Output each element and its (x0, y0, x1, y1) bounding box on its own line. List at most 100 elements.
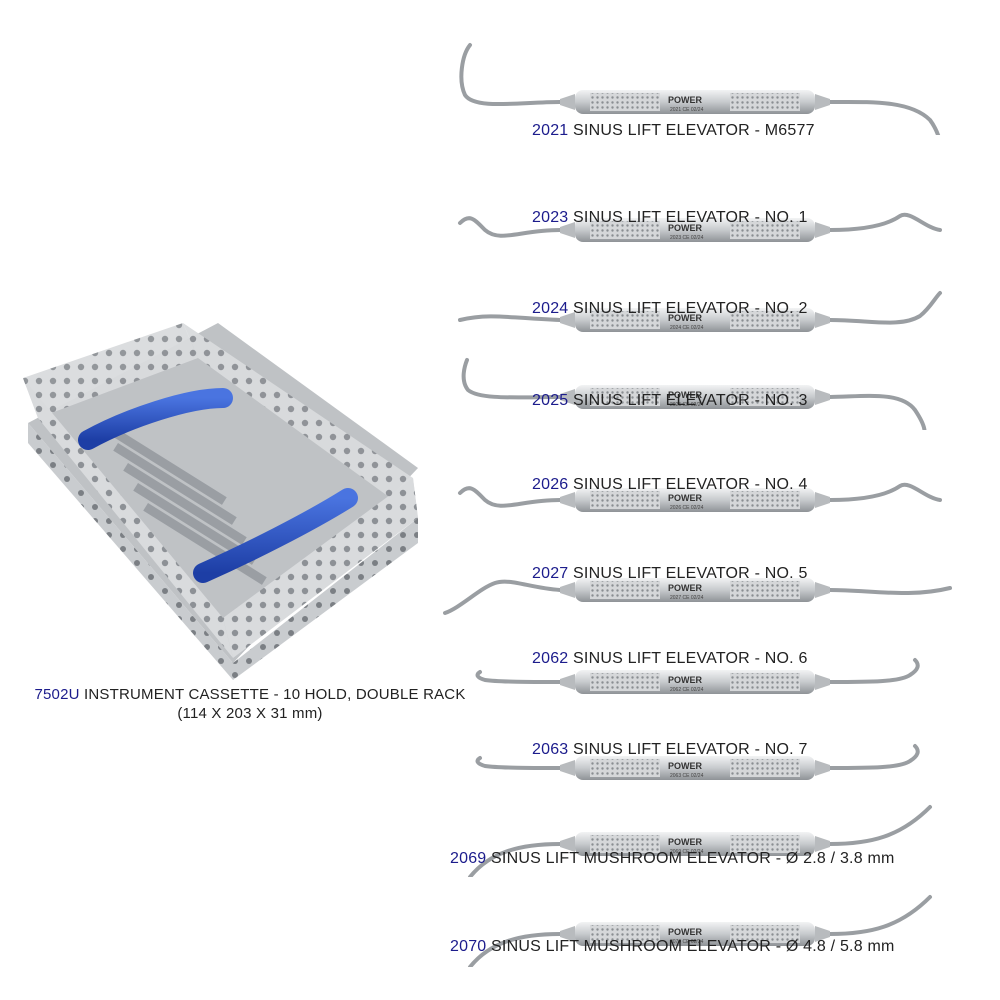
instrument-caption: 2069 SINUS LIFT MUSHROOM ELEVATOR - Ø 2.… (450, 850, 895, 868)
knurled-grip (730, 221, 800, 239)
instrument-image: POWER 2026 CE 02/24 (458, 482, 942, 512)
instrument-2027: POWER 2027 CE 02/24 (430, 528, 970, 623)
working-end-right (828, 482, 942, 502)
neck-left (560, 836, 575, 852)
brand-logo: POWER (668, 837, 703, 847)
instrument-2063: POWER 2063 CE 02/24 (430, 706, 970, 801)
working-end-right (828, 99, 941, 135)
instrument-name: SINUS LIFT ELEVATOR - NO. 2 (568, 300, 808, 317)
instrument-caption: 2026 SINUS LIFT ELEVATOR - NO. 4 (532, 476, 808, 494)
instrument-code: 2062 (532, 650, 569, 667)
instrument-image: POWER 2062 CE 02/24 (475, 658, 920, 694)
knurled-grip (590, 759, 660, 777)
cassette-name: INSTRUMENT CASSETTE - 10 HOLD, DOUBLE RA… (84, 686, 466, 703)
knurled-grip (730, 93, 800, 111)
knurled-grip (730, 759, 800, 777)
working-end-right (828, 658, 920, 684)
instrument-caption: 2021 SINUS LIFT ELEVATOR - M6577 (532, 122, 815, 140)
neck-left (560, 926, 575, 942)
instrument-2026: POWER 2026 CE 02/24 (430, 438, 970, 533)
handle-engraving: 2023 CE 02/24 (670, 235, 704, 241)
working-end-right (828, 212, 942, 232)
neck-right (815, 94, 830, 110)
working-end-left (458, 486, 562, 508)
instrument-caption: 2062 SINUS LIFT ELEVATOR - NO. 6 (532, 650, 808, 668)
neck-right (815, 222, 830, 238)
knurled-grip (730, 581, 800, 599)
neck-right (815, 492, 830, 508)
brand-logo: POWER (668, 223, 703, 233)
working-end-right (828, 393, 927, 430)
knurled-grip (590, 388, 660, 406)
working-end-right (828, 586, 952, 596)
instrument-code: 2025 (532, 392, 569, 409)
knurled-grip (730, 925, 800, 943)
working-end-left (459, 43, 562, 107)
knurled-grip (590, 835, 660, 853)
instrument-caption: 2070 SINUS LIFT MUSHROOM ELEVATOR - Ø 4.… (450, 938, 895, 956)
handle-engraving: 2026 CE 02/24 (670, 505, 704, 511)
instrument-2070: POWER 2070 CE 02/24 (430, 872, 970, 967)
instrument-code: 2063 (532, 741, 569, 758)
knurled-grip (730, 311, 800, 329)
handle-engraving: 2025 CE 02/24 (670, 402, 704, 408)
handle-engraving: 2069 CE 02/24 (670, 849, 704, 855)
knurled-grip (590, 311, 660, 329)
neck-left (560, 222, 575, 238)
instrument-name: SINUS LIFT ELEVATOR - NO. 7 (568, 741, 808, 758)
instrument-code: 2021 (532, 122, 569, 139)
knurled-grip (590, 673, 660, 691)
handle-engraving: 2021 CE 02/24 (670, 107, 704, 113)
brand-logo: POWER (668, 675, 703, 685)
instrument-name: SINUS LIFT MUSHROOM ELEVATOR - Ø 2.8 / 3… (486, 850, 895, 867)
handle-engraving: 2070 CE 02/24 (670, 939, 704, 945)
knurled-grip (590, 221, 660, 239)
working-end-right (828, 744, 920, 770)
neck-right (815, 582, 830, 598)
handle-engraving: 2063 CE 02/24 (670, 773, 704, 779)
instrument-caption: 2027 SINUS LIFT ELEVATOR - NO. 5 (532, 565, 808, 583)
working-end-left (461, 358, 562, 400)
instrument-code: 2027 (532, 565, 569, 582)
neck-right (815, 674, 830, 690)
knurled-grip (590, 93, 660, 111)
instrument-cassette-image (18, 318, 426, 680)
instrument-code: 2070 (450, 938, 487, 955)
working-end-left (475, 670, 562, 684)
knurled-grip (590, 581, 660, 599)
brand-logo: POWER (668, 761, 703, 771)
handle-engraving: 2062 CE 02/24 (670, 687, 704, 693)
instrument-2062: POWER 2062 CE 02/24 (430, 620, 970, 715)
neck-right (815, 926, 830, 942)
brand-logo: POWER (668, 493, 703, 503)
instrument-name: SINUS LIFT ELEVATOR - NO. 4 (568, 476, 808, 493)
instrument-name: SINUS LIFT ELEVATOR - NO. 3 (568, 392, 808, 409)
instrument-image: POWER 2023 CE 02/24 (458, 212, 942, 242)
neck-left (560, 492, 575, 508)
handle-engraving: 2027 CE 02/24 (670, 595, 704, 601)
neck-right (815, 389, 830, 405)
neck-left (560, 760, 575, 776)
brand-logo: POWER (668, 927, 703, 937)
neck-left (560, 94, 575, 110)
instrument-code: 2024 (532, 300, 569, 317)
instrument-image: POWER 2063 CE 02/24 (475, 744, 920, 780)
cassette-code: 7502U (34, 686, 80, 703)
instrument-code: 2023 (532, 209, 569, 226)
brand-logo: POWER (668, 583, 703, 593)
working-end-right (828, 895, 932, 936)
neck-right (815, 836, 830, 852)
knurled-grip (730, 673, 800, 691)
working-end-left (468, 932, 562, 967)
working-end-right (828, 291, 942, 325)
working-end-left (443, 579, 562, 615)
instrument-name: SINUS LIFT ELEVATOR - M6577 (568, 122, 815, 139)
instrument-image: POWER 2027 CE 02/24 (443, 578, 952, 615)
brand-logo: POWER (668, 313, 703, 323)
knurled-grip (730, 388, 800, 406)
neck-left (560, 582, 575, 598)
